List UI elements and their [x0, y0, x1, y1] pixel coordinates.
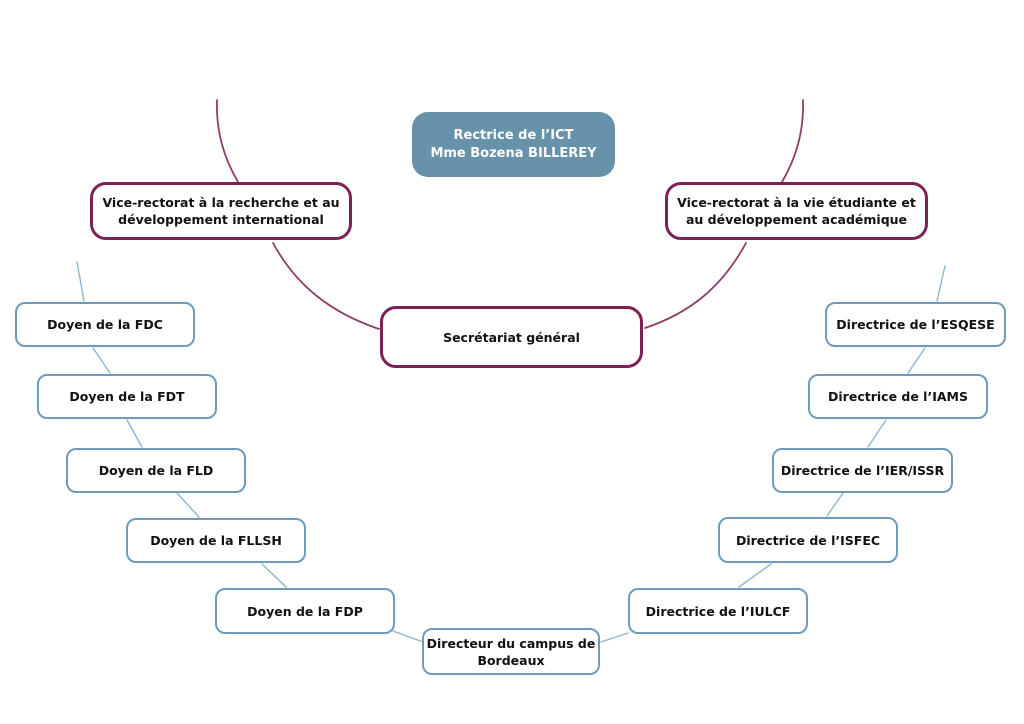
node-directrice-iams: Directrice de l’IAMS	[808, 374, 988, 419]
node-directrice-esqese: Directrice de l’ESQESE	[825, 302, 1006, 347]
node-directeur-campus-bordeaux: Directeur du campus de Bordeaux	[422, 628, 600, 675]
connector-iams-ier	[867, 419, 887, 448]
node-rectrice-name: Mme Bozena BILLEREY	[430, 145, 597, 161]
connector-iulcf-bordeaux	[600, 632, 629, 643]
node-label: Directrice de l’ESQESE	[836, 317, 995, 332]
node-directrice-iulcf: Directrice de l’IULCF	[628, 588, 808, 634]
node-label: au développement académique	[685, 212, 908, 227]
branch-curve-right-lower	[644, 242, 747, 329]
node-label: Vice-rectorat à la recherche et au	[102, 195, 340, 210]
node-label: développement international	[118, 212, 324, 227]
node-rectrice: Rectrice de l’ICT Mme Bozena BILLEREY	[412, 112, 615, 177]
node-label: Doyen de la FDP	[247, 603, 363, 619]
node-doyen-fdp: Doyen de la FDP	[215, 588, 395, 634]
node-doyen-fdt: Doyen de la FDT	[37, 374, 217, 419]
connector-vr-student-esqese	[936, 265, 946, 302]
node-label: Directeur du campus de	[426, 635, 596, 651]
connector-fdt-fld	[126, 419, 143, 448]
node-label: Doyen de la FDC	[47, 317, 163, 332]
node-rectrice-title: Rectrice de l’ICT	[453, 127, 574, 143]
node-doyen-fllsh: Doyen de la FLLSH	[126, 518, 306, 563]
connector-fdc-fdt	[92, 347, 111, 374]
node-label: Directrice de l’IER/ISSR	[780, 463, 945, 478]
connector-esqese-iams	[907, 347, 926, 374]
node-label: Secrétariat général	[443, 329, 580, 345]
node-label: Doyen de la FDT	[69, 389, 185, 404]
connector-vr-research-fdc	[76, 261, 85, 302]
connector-fld-fllsh	[176, 492, 200, 518]
node-label: Doyen de la FLLSH	[150, 533, 282, 548]
node-label: Doyen de la FLD	[98, 463, 214, 478]
branch-curve-left-upper	[216, 99, 239, 183]
connector-fdp-bordeaux	[392, 630, 424, 643]
branch-curve-left-lower	[272, 242, 380, 330]
node-doyen-fld: Doyen de la FLD	[66, 448, 246, 493]
node-doyen-fdc: Doyen de la FDC	[15, 302, 195, 347]
branch-curve-right-upper	[781, 99, 804, 183]
node-label: Bordeaux	[477, 652, 545, 668]
node-directrice-ier-issr: Directrice de l’IER/ISSR	[772, 448, 953, 493]
node-label: Vice-rectorat à la vie étudiante et	[677, 195, 916, 210]
node-vice-rectorat-recherche: Vice-rectorat à la recherche et au dével…	[90, 182, 352, 240]
node-vice-rectorat-vie-etudiante: Vice-rectorat à la vie étudiante et au d…	[665, 182, 928, 240]
node-label: Directrice de l’ISFEC	[735, 532, 881, 548]
node-secretariat-general: Secrétariat général	[380, 306, 643, 368]
connector-fllsh-fdp	[261, 563, 287, 588]
node-label: Directrice de l’IULCF	[645, 603, 791, 619]
connector-ier-isfec	[826, 492, 844, 517]
node-label: Directrice de l’IAMS	[828, 389, 968, 404]
connector-isfec-iulcf	[738, 563, 772, 588]
node-directrice-isfec: Directrice de l’ISFEC	[718, 517, 898, 563]
